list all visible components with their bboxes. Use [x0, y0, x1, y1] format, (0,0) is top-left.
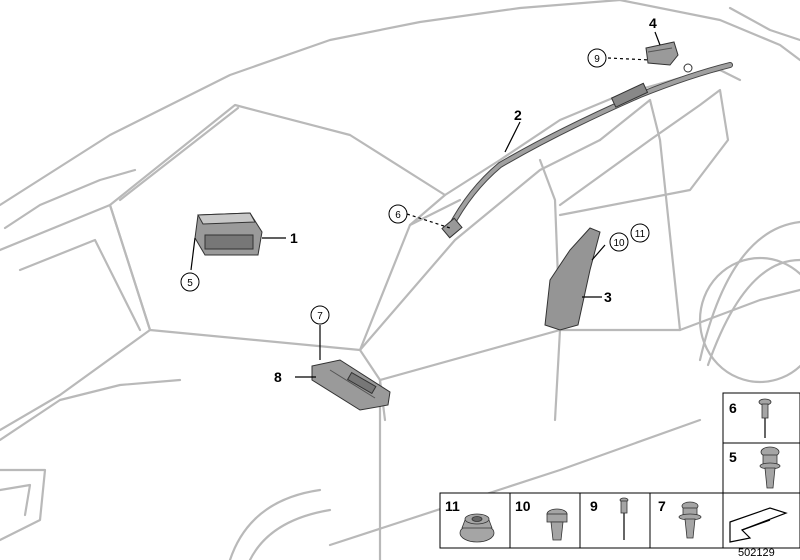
fastener-table: 6 5 11 10 9 7: [439, 392, 800, 549]
circled-callout-10: 10: [609, 232, 629, 252]
table-cell-9: [579, 492, 651, 549]
circled-callout-11: 11: [630, 223, 650, 243]
circled-callout-6: 6: [388, 204, 408, 224]
leader-lines: [190, 31, 661, 378]
circled-callout-7-label: 7: [317, 311, 323, 322]
circled-callout-7: 7: [310, 305, 330, 325]
callout-3: 3: [604, 289, 612, 305]
table-label-11: 11: [445, 498, 460, 514]
b-pillar-trim: [544, 227, 601, 331]
circled-callout-11-label: 11: [635, 229, 646, 240]
circled-callout-10-label: 10: [613, 238, 625, 249]
circled-callout-9-label: 9: [594, 54, 600, 65]
callout-4: 4: [649, 15, 657, 31]
table-label-7: 7: [658, 498, 666, 514]
callout-1: 1: [290, 230, 298, 246]
flange-nut-icon: [459, 513, 495, 543]
circled-callout-9: 9: [587, 48, 607, 68]
rivet-icon: [758, 398, 772, 438]
circled-callout-5-label: 5: [187, 278, 193, 289]
diagram-id: 502129: [738, 547, 775, 559]
flange-screw-icon: [759, 446, 781, 489]
curtain-airbag: [441, 62, 733, 239]
callout-8: 8: [274, 369, 282, 385]
roof-bracket: [645, 41, 693, 73]
passenger-airbag: [194, 212, 263, 256]
pin-rivet-icon: [619, 497, 629, 540]
table-label-9: 9: [590, 498, 598, 514]
table-cell-10: [509, 492, 581, 549]
collar-screw-icon: [678, 501, 702, 539]
table-label-10: 10: [515, 498, 531, 514]
bracket-symbol-icon: [729, 507, 788, 543]
knee-airbag: [311, 359, 391, 411]
callout-2: 2: [514, 107, 522, 123]
table-label-6: 6: [729, 400, 737, 416]
pan-screw-icon: [546, 508, 568, 541]
circled-callout-6-label: 6: [395, 210, 401, 221]
table-label-5: 5: [729, 449, 737, 465]
circled-callout-5: 5: [180, 272, 200, 292]
